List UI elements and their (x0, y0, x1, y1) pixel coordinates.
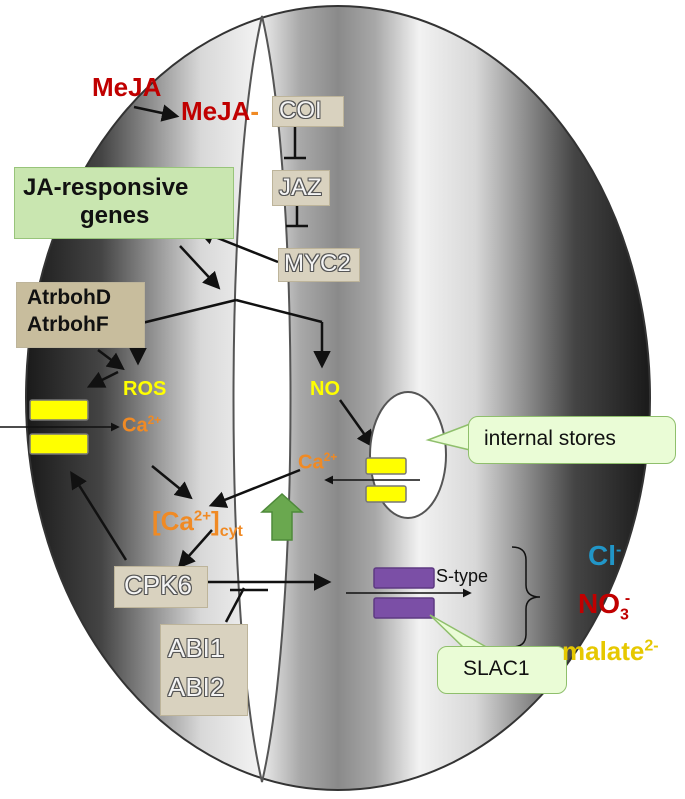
jaz-box (272, 170, 330, 206)
atrbohd-label: AtrbohD (27, 286, 111, 309)
ca-right-cyt-arrow (208, 468, 301, 508)
slac1-channel-top (373, 567, 435, 589)
malate-sup: 2- (644, 637, 659, 655)
s-type-label: S-type (436, 566, 489, 586)
meja-coi-label: MeJA- (181, 96, 259, 127)
no3-sup: - (624, 589, 631, 607)
ca-left-cyt-arrow (151, 465, 193, 500)
ca-cyt-sup: 2+ (193, 507, 212, 525)
jaz-label: JAZ (279, 174, 322, 201)
meja-arrow (133, 104, 180, 122)
no3-text: NO (578, 588, 620, 619)
myc2-label: MYC2 (284, 250, 351, 277)
cl-text: Cl (588, 540, 616, 571)
internal-stores-callout (468, 416, 676, 464)
meja-coi-separator: - (250, 96, 260, 126)
malate-text: malate (562, 636, 645, 666)
cyt-cpk6-arrow (177, 529, 213, 569)
internal-stores-label: internal stores (484, 427, 616, 450)
cpk6-channel-arrow (70, 471, 128, 561)
cl-label: Cl- (588, 540, 621, 572)
green-up-arrow (260, 492, 304, 541)
slac1-label: SLAC1 (463, 657, 530, 680)
ja-genes-line1: JA-responsive (23, 174, 189, 201)
abi2-label: ABI2 (168, 672, 225, 702)
malate-label: malate2- (562, 636, 659, 667)
coi-box (272, 96, 344, 127)
ja-genes-box (14, 167, 234, 239)
no-channel-arrow (338, 399, 375, 448)
ca-right-text: Ca (298, 451, 324, 474)
branch-left (137, 298, 237, 326)
ros-channel-arrow (86, 370, 119, 388)
ca-left-label: Ca2+ (122, 413, 161, 438)
meja-coi-prefix: MeJA (181, 96, 251, 126)
atrboh-ros-arrow (97, 349, 125, 371)
ca-cyt-label: [Ca2+]cyt (152, 506, 243, 541)
ca-cyt-close: ] (211, 506, 220, 536)
atrboh-box (16, 282, 145, 348)
abi1-label: ABI1 (168, 633, 225, 663)
slac1-channel-bottom (373, 597, 435, 619)
no3-sub: 3 (620, 606, 629, 624)
ca-cyt-open: [Ca (152, 506, 194, 536)
ca-left-sup: 2+ (147, 413, 162, 427)
genes-branch-arrow (179, 245, 221, 290)
cl-sup: - (616, 541, 622, 559)
no-label: NO (310, 378, 340, 400)
cpk6-box (114, 566, 208, 608)
ca-cyt-sub: cyt (219, 523, 243, 541)
ca-right-label: Ca2+ (298, 450, 337, 475)
branch-right (235, 298, 323, 324)
meja-label: MeJA (92, 72, 162, 102)
right-ca-channel-top (365, 457, 407, 475)
cpk6-label: CPK6 (124, 570, 192, 600)
ca-right-sup: 2+ (323, 450, 338, 464)
slac1-callout (437, 646, 567, 694)
left-ca-channel-top (29, 399, 89, 421)
abi-inhibit-line (224, 587, 246, 623)
coi-label: COI (279, 97, 322, 124)
right-ca-channel-bottom (365, 485, 407, 503)
ca-left-text: Ca (122, 414, 148, 437)
no3-label: NO3- (578, 588, 630, 625)
abi-box (160, 624, 248, 716)
ja-genes-line2: genes (80, 202, 150, 229)
atrbohf-label: AtrbohF (27, 313, 109, 336)
anion-brace (511, 546, 541, 648)
ros-label: ROS (123, 378, 167, 400)
left-ca-channel-bottom (29, 433, 89, 455)
myc2-box (278, 248, 360, 282)
